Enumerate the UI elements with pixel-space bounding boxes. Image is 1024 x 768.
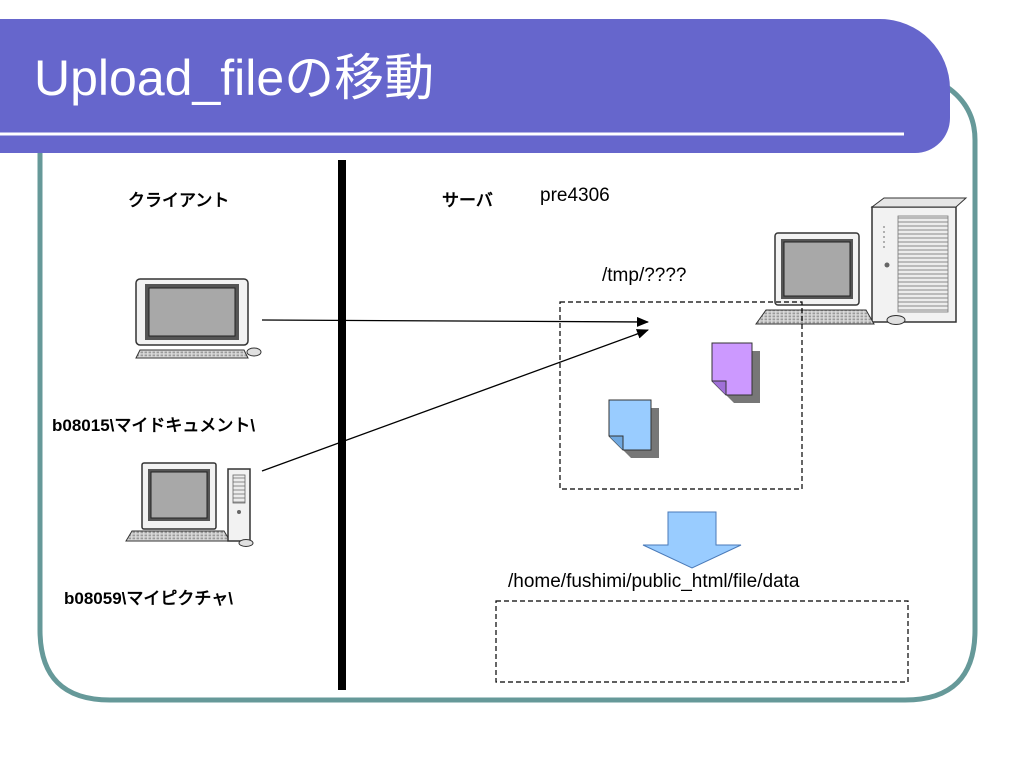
server-heading: サーバ — [442, 191, 493, 210]
laptop-icon — [135, 278, 262, 359]
tmp-area-box — [559, 301, 803, 490]
dest-area-box — [495, 600, 909, 683]
down-arrow-icon — [642, 511, 742, 569]
blue-file-icon — [608, 399, 659, 458]
dest-path-label: /home/fushimi/public_html/file/data — [508, 571, 800, 592]
client-pc1-path: b08015\マイドキュメント\ — [52, 416, 256, 435]
slide-title: Upload_fileの移動 — [34, 50, 435, 106]
desktop-tower-icon — [125, 462, 254, 547]
tmp-path-label: /tmp/???? — [602, 265, 687, 286]
title-banner — [0, 19, 950, 153]
content-frame — [37, 77, 978, 703]
server-icon — [755, 197, 968, 325]
upload-arrow-pc1 — [261, 316, 649, 327]
client-pc2-path: b08059\マイピクチャ\ — [64, 589, 233, 608]
upload-arrow-pc2 — [261, 329, 649, 472]
server-name: pre4306 — [540, 185, 610, 206]
client-heading: クライアント — [128, 191, 230, 210]
purple-file-icon — [711, 342, 760, 403]
